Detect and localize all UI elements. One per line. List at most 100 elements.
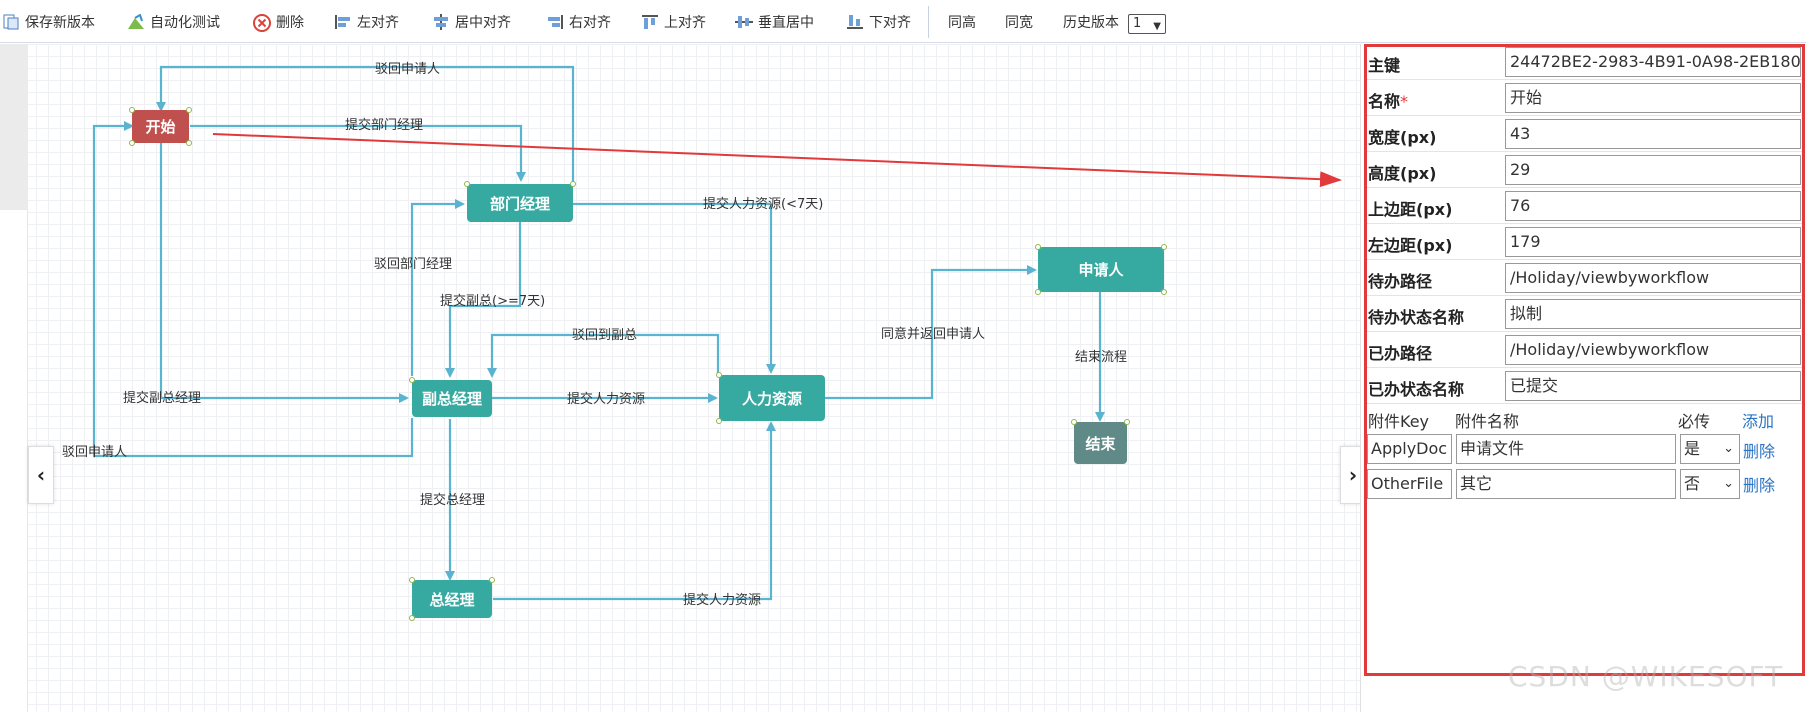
align-top-button[interactable]: 上对齐 (641, 12, 706, 32)
done-status-input[interactable]: 已提交 (1505, 371, 1801, 401)
add-attachment-link[interactable]: 添加 (1742, 412, 1775, 431)
resize-handle[interactable] (1124, 419, 1130, 425)
height-input[interactable]: 29 (1505, 155, 1801, 185)
edge-hr-to-applicant (825, 265, 1037, 400)
delete-icon (253, 14, 271, 32)
node-hr[interactable]: 人力资源 (719, 375, 825, 421)
attachment-name-input[interactable]: 其它 (1456, 469, 1676, 499)
width-input[interactable]: 43 (1505, 119, 1801, 149)
resize-handle[interactable] (186, 107, 192, 113)
resize-handle[interactable] (570, 181, 576, 187)
resize-handle[interactable] (1035, 289, 1041, 295)
align-right-button[interactable]: 右对齐 (546, 12, 611, 32)
resize-handle[interactable] (409, 377, 415, 383)
resize-handle[interactable] (1161, 244, 1167, 250)
resize-handle[interactable] (464, 181, 470, 187)
delete-button[interactable]: 删除 (253, 12, 304, 32)
flow-connections (92, 65, 1342, 601)
history-version-label: 历史版本 (1063, 15, 1119, 31)
delete-attachment-link[interactable]: 删除 (1743, 476, 1776, 495)
left-margin-input[interactable]: 179 (1505, 227, 1801, 257)
node-general-manager[interactable]: 总经理 (412, 580, 492, 618)
prop-row-key: 主键 24472BE2-2983-4B91-0A98-2EB180 (1364, 44, 1802, 80)
resize-handle[interactable] (129, 140, 135, 146)
edge-label[interactable]: 提交副总经理 (123, 391, 202, 406)
resize-handle[interactable] (409, 615, 415, 621)
attachment-key-input[interactable]: OtherFile (1367, 469, 1452, 499)
prop-row-todo-status: 待办状态名称 拟制 (1364, 296, 1802, 332)
resize-handle[interactable] (1035, 244, 1041, 250)
todo-status-input[interactable]: 拟制 (1505, 299, 1801, 329)
chevron-left-icon: ‹ (36, 463, 46, 487)
edge-label[interactable]: 驳回到副总 (572, 328, 638, 343)
todo-path-input[interactable]: /Holiday/viewbyworkflow (1505, 263, 1801, 293)
watermark: CSDN @WIKESOFT (1508, 660, 1784, 693)
resize-handle[interactable] (129, 107, 135, 113)
attachment-required-select[interactable]: 是 ⌄ (1680, 434, 1740, 464)
node-start[interactable]: 开始 (132, 110, 189, 143)
chevron-down-icon: ⌄ (1723, 441, 1734, 456)
edge-label[interactable]: 驳回申请人 (375, 62, 441, 77)
edge-label[interactable]: 提交总经理 (420, 493, 486, 508)
attachment-name-input[interactable]: 申请文件 (1456, 434, 1676, 464)
toolbar: 保存新版本 自动化测试 删除 左对齐 居中对齐 右对齐 上对齐 (0, 0, 1806, 43)
resize-handle[interactable] (1071, 419, 1077, 425)
edge-reject-applicant-left (92, 121, 414, 458)
edge-label[interactable]: 驳回申请人 (62, 445, 128, 460)
align-middle-button[interactable]: 垂直居中 (735, 12, 814, 32)
save-version-button[interactable]: 保存新版本 (2, 12, 95, 32)
prop-row-todo-path: 待办路径 /Holiday/viewbyworkflow (1364, 260, 1802, 296)
prop-row-left: 左边距(px) 179 (1364, 224, 1802, 260)
auto-test-icon (127, 13, 145, 30)
resize-handle[interactable] (716, 418, 722, 424)
edge-reject-vice (487, 333, 720, 378)
node-dept-manager[interactable]: 部门经理 (467, 184, 573, 222)
attachment-required-select[interactable]: 否 ⌄ (1680, 469, 1740, 499)
align-bottom-button[interactable]: 下对齐 (846, 12, 911, 32)
done-path-input[interactable]: /Holiday/viewbyworkflow (1505, 335, 1801, 365)
top-margin-input[interactable]: 76 (1505, 191, 1801, 221)
edge-label[interactable]: 驳回部门经理 (374, 257, 453, 272)
node-applicant[interactable]: 申请人 (1038, 247, 1164, 292)
attachment-key-header: 附件Key (1368, 412, 1430, 431)
edge-reject-dept (410, 199, 465, 376)
attachment-name-header: 附件名称 (1455, 412, 1520, 431)
flow-canvas[interactable] (0, 44, 1360, 712)
align-center-button[interactable]: 居中对齐 (432, 12, 511, 32)
edge-label[interactable]: 结束流程 (1075, 350, 1128, 365)
same-height-button[interactable]: 同高 (948, 15, 976, 31)
attachment-key-input[interactable]: ApplyDoc (1367, 434, 1452, 464)
edge-reject-applicant-top (156, 65, 575, 182)
edge-start-to-vice (159, 141, 409, 403)
prop-row-top: 上边距(px) 76 (1364, 188, 1802, 224)
left-gutter (0, 44, 28, 712)
edge-dept-to-vice (445, 222, 522, 378)
delete-attachment-link[interactable]: 删除 (1743, 442, 1776, 461)
resize-handle[interactable] (1161, 289, 1167, 295)
prop-row-width: 宽度(px) 43 (1364, 116, 1802, 152)
resize-handle[interactable] (409, 577, 415, 583)
edge-label[interactable]: 提交部门经理 (345, 118, 424, 133)
align-left-button[interactable]: 左对齐 (334, 12, 399, 32)
history-version-select[interactable]: 1 ▼ (1128, 14, 1166, 34)
resize-handle[interactable] (716, 372, 722, 378)
resize-handle[interactable] (489, 577, 495, 583)
same-width-button[interactable]: 同宽 (1005, 15, 1033, 31)
annotation-arrow (212, 133, 1342, 188)
edge-label[interactable]: 提交人力资源 (567, 392, 646, 407)
auto-test-button[interactable]: 自动化测试 (127, 12, 220, 32)
resize-handle[interactable] (186, 140, 192, 146)
edge-label[interactable]: 提交副总(>=7天) (440, 294, 546, 309)
node-vice-manager[interactable]: 副总经理 (412, 380, 492, 417)
save-version-icon (2, 14, 20, 30)
chevron-down-icon: ⌄ (1723, 476, 1734, 491)
key-input[interactable]: 24472BE2-2983-4B91-0A98-2EB180 (1505, 47, 1801, 77)
edge-label[interactable]: 同意并返回申请人 (881, 327, 986, 342)
edge-dept-to-hr (573, 202, 776, 374)
edge-gm-to-hr (493, 421, 776, 601)
node-end[interactable]: 结束 (1074, 422, 1127, 464)
edge-label[interactable]: 提交人力资源(<7天) (703, 197, 824, 212)
collapse-left-button[interactable]: ‹ (28, 446, 54, 504)
name-input[interactable]: 开始 (1505, 83, 1801, 113)
edge-label[interactable]: 提交人力资源 (683, 593, 762, 608)
